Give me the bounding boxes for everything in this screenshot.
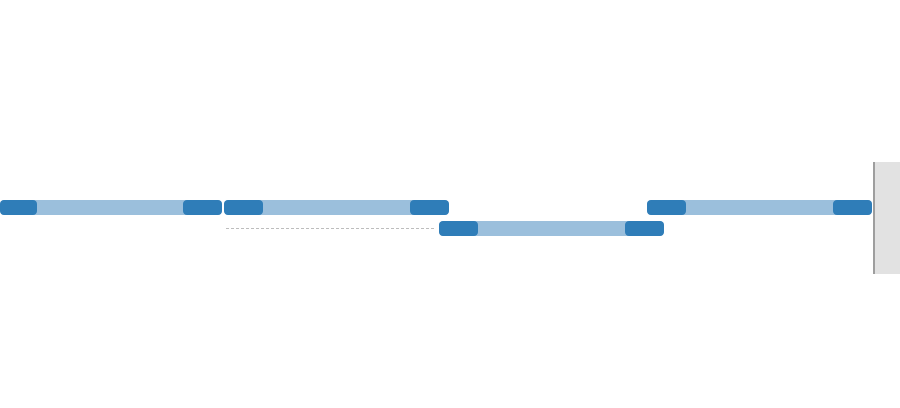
clip-start-handle[interactable] [0, 200, 37, 215]
clip-end-handle[interactable] [183, 200, 222, 215]
timeline-clip-4[interactable] [647, 200, 872, 215]
clip-start-handle[interactable] [224, 200, 263, 215]
clip-end-handle[interactable] [410, 200, 449, 215]
timeline-clip-3[interactable] [439, 221, 664, 236]
dashed-connector-line [226, 228, 434, 229]
side-panel-edge[interactable] [873, 162, 900, 274]
clip-start-handle[interactable] [439, 221, 478, 236]
clip-end-handle[interactable] [625, 221, 664, 236]
timeline-clip-2[interactable] [224, 200, 449, 215]
clip-start-handle[interactable] [647, 200, 686, 215]
timeline-clip-1[interactable] [0, 200, 222, 215]
clip-end-handle[interactable] [833, 200, 872, 215]
